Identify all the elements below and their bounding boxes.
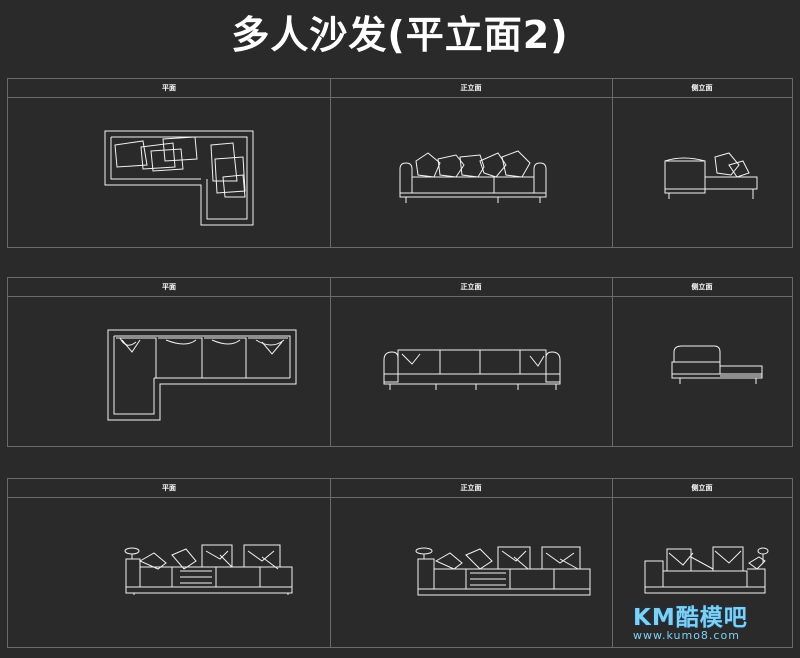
- label-front-elevation: 正立面: [460, 484, 482, 492]
- label-side-elevation: 侧立面: [691, 283, 713, 291]
- watermark-url: www.kumo8.com: [633, 629, 740, 642]
- sofa-plan-drawing: [107, 329, 297, 421]
- panel-header: [8, 278, 792, 297]
- sofa-side-elevation-drawing: [671, 345, 763, 384]
- sofa-side-elevation-drawing: [664, 152, 758, 199]
- sofa-side-elevation-drawing: [644, 546, 769, 594]
- sofa-front-elevation-drawing: [399, 150, 547, 203]
- column-divider: [612, 79, 613, 247]
- watermark-brand: KM酷模吧: [633, 605, 748, 631]
- drawing-panel-row-1: 平面 正立面 侧立面: [7, 78, 793, 248]
- drawing-panel-row-2: 平面 正立面 侧立面: [7, 277, 793, 447]
- sofa-front-elevation-drawing: [383, 349, 561, 390]
- column-divider: [612, 278, 613, 446]
- watermark: KM酷模吧 www.kumo8.com: [633, 598, 793, 642]
- label-side-elevation: 侧立面: [691, 484, 713, 492]
- drawing-panel-row-3: 平面 正立面 侧立面: [7, 478, 793, 648]
- label-plan: 平面: [162, 484, 176, 492]
- sofa-front-elevation-drawing: [415, 546, 591, 596]
- label-front-elevation: 正立面: [460, 283, 482, 291]
- column-divider: [330, 79, 331, 247]
- panel-header: [8, 79, 792, 98]
- sofa-plan-drawing: [124, 544, 293, 595]
- label-front-elevation: 正立面: [460, 84, 482, 92]
- column-divider: [330, 278, 331, 446]
- column-divider: [330, 479, 331, 647]
- label-side-elevation: 侧立面: [691, 84, 713, 92]
- sofa-plan-drawing: [104, 130, 254, 226]
- label-plan: 平面: [162, 84, 176, 92]
- page-title: 多人沙发(平立面2): [231, 13, 569, 57]
- label-plan: 平面: [162, 283, 176, 291]
- panel-header: [8, 479, 792, 498]
- column-divider: [612, 479, 613, 647]
